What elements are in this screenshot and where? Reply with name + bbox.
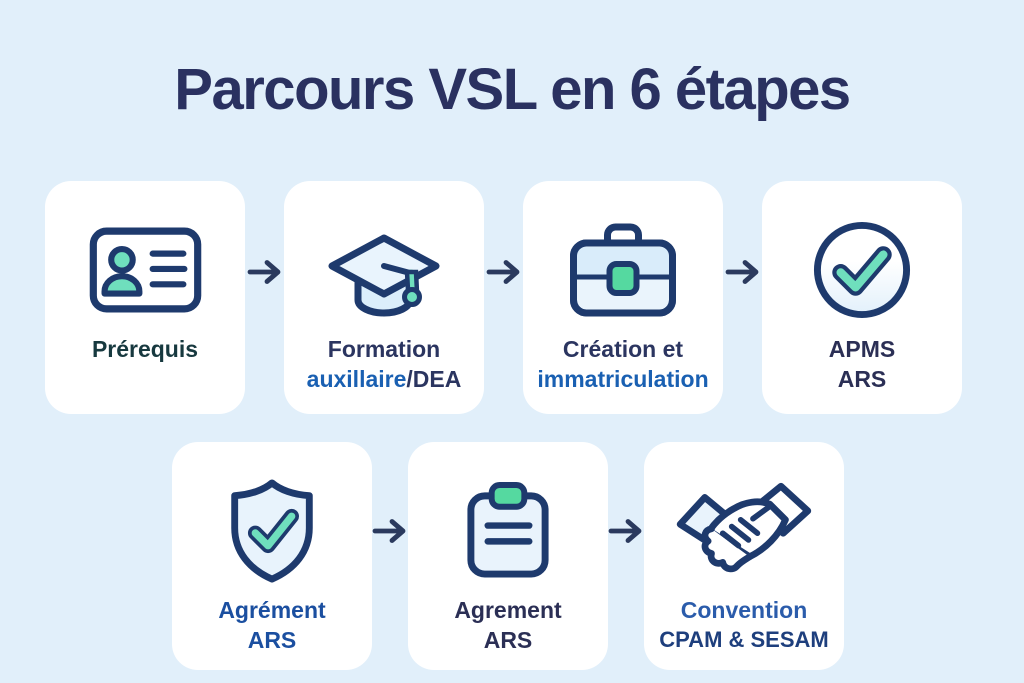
step-card-apms: APMS ARS xyxy=(762,181,962,414)
step-label: Prérequis xyxy=(91,336,199,362)
step-label: APMS ARS xyxy=(828,336,896,392)
page-title: Parcours VSL en 6 étapes xyxy=(174,57,851,122)
arrow-right-icon xyxy=(245,181,284,414)
step-label: Création et immatriculation xyxy=(537,336,709,392)
step-label: Formation auxillaire/DEA xyxy=(306,336,462,392)
step-card-formation: Formation auxillaire/DEA xyxy=(284,181,484,414)
steps-row-top: Prérequis Formation xyxy=(45,181,962,414)
step-card-convention: Convention CPAM & SESAM xyxy=(644,442,844,670)
arrow-right-icon xyxy=(608,442,644,670)
step-card-creation: Création et immatriculation xyxy=(523,181,723,414)
arrow-right-icon xyxy=(372,442,408,670)
shield-check-icon xyxy=(222,470,322,592)
arrow-right-icon xyxy=(723,181,762,414)
step-card-agrement-clipboard: Agrement ARS xyxy=(408,442,608,670)
clipboard-icon xyxy=(461,470,555,592)
graduation-cap-icon xyxy=(322,209,446,331)
step-label: Agrément ARS xyxy=(218,597,326,653)
handshake-icon xyxy=(669,470,819,592)
steps-row-bottom: Agrément ARS Agrement ARS xyxy=(172,442,844,670)
step-label: Convention CPAM & SESAM xyxy=(659,597,829,652)
arrow-right-icon xyxy=(484,181,523,414)
briefcase-icon xyxy=(565,209,681,331)
id-card-icon xyxy=(88,209,203,331)
step-card-prerequis: Prérequis xyxy=(45,181,245,414)
step-card-agrement-ars: Agrément ARS xyxy=(172,442,372,670)
circle-check-icon xyxy=(810,209,914,331)
step-label: Agrement ARS xyxy=(454,597,562,653)
